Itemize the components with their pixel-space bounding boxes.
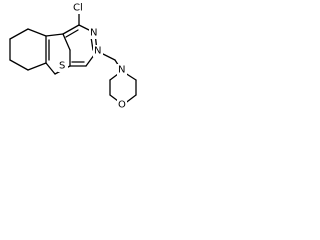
bond: [62, 24, 80, 35]
mask: [72, 2, 89, 14]
mask: [117, 99, 127, 111]
cyclohexane-ring: [9, 28, 50, 71]
bond: [62, 33, 71, 51]
morpholine-n-label: N: [118, 65, 125, 76]
morpholine-o-label: O: [118, 100, 126, 111]
pyrimidine-n-upper-label: N: [90, 28, 97, 39]
double-bond-inner: [65, 29, 79, 38]
sulfur-label: S: [59, 61, 65, 72]
bond: [9, 28, 29, 40]
bond: [9, 59, 29, 71]
double-bond-inner: [90, 36, 94, 51]
bond: [45, 33, 64, 37]
bond: [27, 62, 47, 71]
mask: [93, 45, 103, 57]
bond: [27, 28, 47, 37]
mask: [89, 27, 99, 39]
chlorine-label: Cl: [73, 3, 83, 14]
pyrimidine-n-lower-label: N: [94, 46, 101, 57]
mask: [117, 64, 127, 76]
chemical-structure: Cl N N S N O: [0, 0, 151, 115]
mask: [58, 60, 68, 72]
bond: [45, 62, 56, 75]
molecule-drawing: Cl N N S N O: [9, 2, 137, 111]
